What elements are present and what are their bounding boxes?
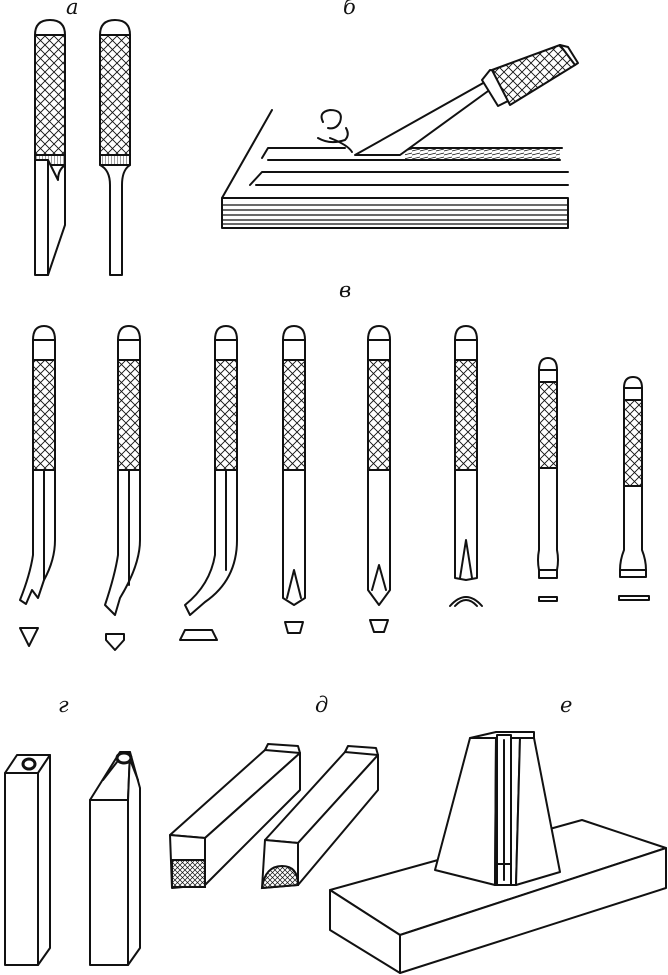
label-e: е [560, 693, 572, 717]
chisel-round-d [260, 745, 379, 890]
tapered-post-e [434, 731, 561, 886]
chisel-square-d [169, 743, 301, 889]
graver-4-v [282, 325, 306, 634]
graver-2-v [104, 325, 141, 651]
graver-8-v [618, 376, 650, 601]
engraving-plate-b [221, 44, 579, 229]
graver-flat-a [34, 19, 66, 276]
graver-6-v [449, 325, 483, 607]
punch-pointed-g [89, 751, 141, 966]
graver-7-v [537, 357, 559, 602]
label-g: г [58, 693, 69, 717]
graver-5-v [367, 325, 391, 633]
punch-flat-g [4, 754, 51, 966]
label-a: а [66, 0, 79, 19]
graver-narrow-a [99, 19, 131, 276]
label-b: б [343, 0, 356, 19]
graver-1-v [19, 325, 56, 647]
label-v: в [339, 278, 351, 302]
label-d: д [315, 693, 328, 717]
graver-3-v [179, 325, 238, 641]
